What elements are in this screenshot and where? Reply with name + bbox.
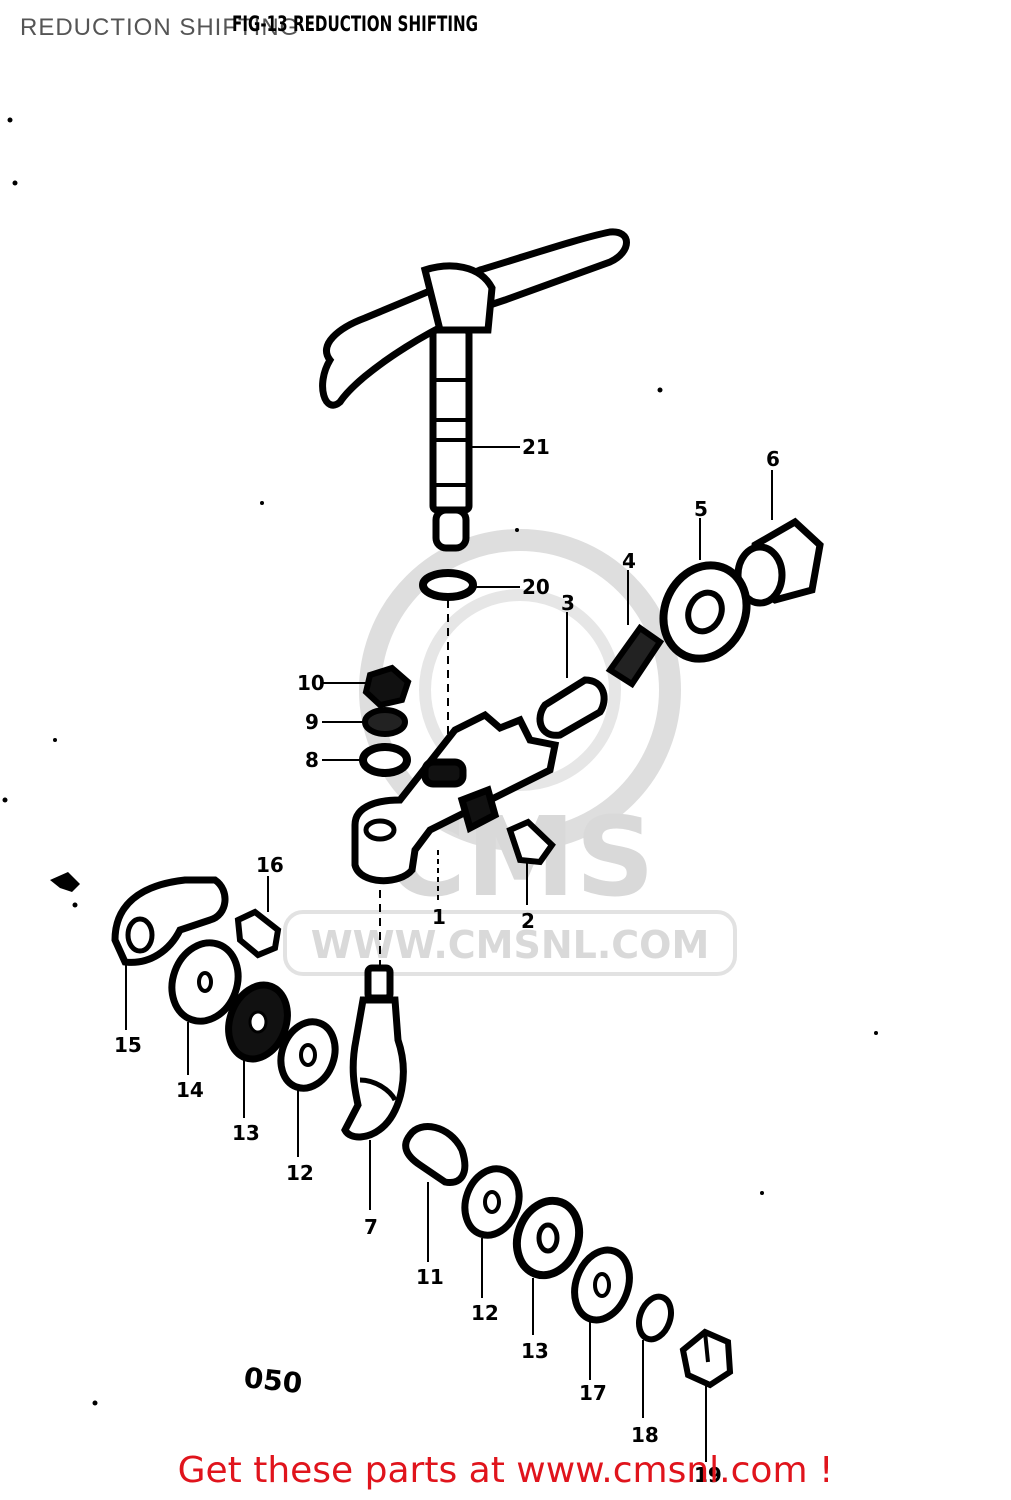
axis-lines <box>379 600 449 965</box>
part-4-spring <box>605 623 665 689</box>
label-12: 12 <box>286 1161 314 1185</box>
label-13-right: 13 <box>521 1339 549 1363</box>
label-11: 11 <box>416 1265 444 1289</box>
callout-labels: 21 6 5 4 3 20 10 9 8 1 2 16 15 14 13 12 … <box>114 435 780 1487</box>
leader-lines <box>125 446 773 1462</box>
part-15-bracket <box>111 876 229 966</box>
label-9: 9 <box>305 710 319 734</box>
label-8: 8 <box>305 748 319 772</box>
label-13: 13 <box>232 1121 260 1145</box>
part-21-t-handle-shaft <box>319 228 630 552</box>
label-16: 16 <box>256 853 284 877</box>
part-20-o-ring <box>419 569 477 601</box>
part-12-washer-left <box>277 1018 339 1092</box>
part-1-shift-arm <box>351 710 560 885</box>
label-5: 5 <box>694 497 708 521</box>
label-14: 14 <box>176 1078 204 1102</box>
part-8-washer <box>359 743 411 777</box>
part-17-washer <box>571 1246 633 1324</box>
part-9-washer <box>362 707 408 737</box>
footer-parts-link[interactable]: Get these parts at www.cmsnl.com ! <box>177 1450 834 1491</box>
part-11-collar <box>402 1123 469 1186</box>
label-3: 3 <box>561 591 575 615</box>
diagram-code: 050 <box>242 1361 304 1400</box>
part-7-lever <box>341 964 407 1141</box>
label-7: 7 <box>364 1215 378 1239</box>
part-3-pin <box>536 676 608 739</box>
label-10: 10 <box>297 671 325 695</box>
scan-specks <box>2 117 878 1406</box>
label-15: 15 <box>114 1033 142 1057</box>
label-21: 21 <box>522 435 550 459</box>
part-6-plug <box>734 517 824 607</box>
label-18: 18 <box>631 1423 659 1447</box>
watermark-url: WWW.CMSNL.COM <box>311 923 710 967</box>
part-5-washer <box>659 561 751 663</box>
label-6: 6 <box>766 447 780 471</box>
part-2-bolt <box>506 818 556 866</box>
label-19: 19 <box>694 1463 722 1487</box>
part-13-bearing <box>225 981 291 1063</box>
label-20: 20 <box>522 575 550 599</box>
part-19-nut <box>679 1328 734 1389</box>
label-17: 17 <box>579 1381 607 1405</box>
part-16-bolt <box>234 908 282 959</box>
part-10-nut <box>362 664 412 709</box>
part-13-bearing-right <box>512 1196 584 1280</box>
part-12-washer-right <box>461 1165 523 1239</box>
label-4: 4 <box>622 549 636 573</box>
label-12-right: 12 <box>471 1301 499 1325</box>
part-14-washer <box>168 939 242 1025</box>
label-2: 2 <box>521 909 535 933</box>
label-1: 1 <box>432 905 446 929</box>
part-18-lock-washer <box>636 1293 674 1343</box>
figure-caption: FIG-13 REDUCTION SHIFTING <box>232 12 479 36</box>
page-title: REDUCTION SHIFTING <box>20 14 300 41</box>
